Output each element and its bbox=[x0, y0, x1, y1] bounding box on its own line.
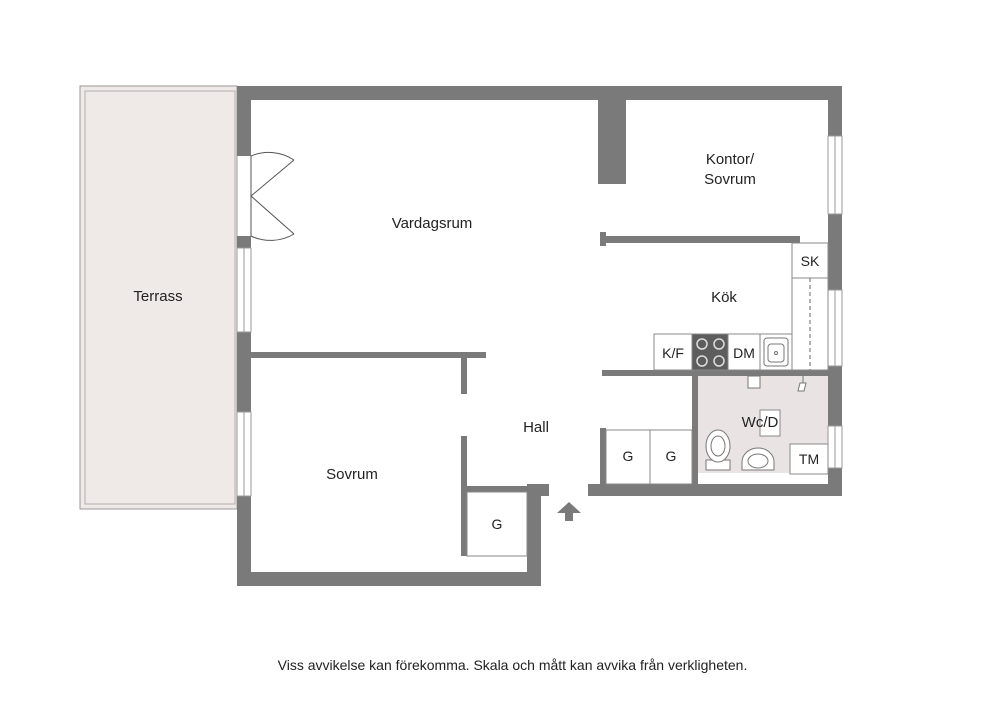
label-office-line2: Sovrum bbox=[704, 171, 756, 188]
shower-icon bbox=[747, 375, 807, 392]
terrace bbox=[79, 85, 238, 510]
washer-box bbox=[759, 409, 829, 475]
disclaimer: Viss avvikelse kan förekomma. Skala och … bbox=[277, 657, 748, 673]
label-terrace: Terrass bbox=[133, 288, 182, 305]
label-washer: TM bbox=[799, 451, 819, 467]
windows bbox=[236, 135, 843, 497]
terrace-door bbox=[250, 151, 295, 241]
label-hall: Hall bbox=[523, 419, 549, 436]
label-bedroom: Sovrum bbox=[326, 466, 378, 483]
label-wc: Wc/D bbox=[742, 414, 779, 431]
label-closet: SK bbox=[801, 253, 820, 269]
walls bbox=[237, 86, 842, 586]
label-fridge: K/F bbox=[662, 345, 684, 361]
toilet-icon bbox=[705, 429, 731, 471]
label-wardrobe-3: G bbox=[492, 516, 503, 532]
washbasin-icon bbox=[741, 447, 775, 471]
label-dishwasher: DM bbox=[733, 345, 755, 361]
label-wardrobe-2: G bbox=[666, 448, 677, 464]
label-living-room: Vardagsrum bbox=[392, 215, 473, 232]
sink-icon bbox=[763, 337, 789, 367]
label-office-line1: Kontor/ bbox=[706, 151, 755, 168]
entrance-arrow-icon bbox=[557, 502, 581, 521]
label-kitchen: Kök bbox=[711, 289, 737, 306]
wardrobes bbox=[466, 429, 693, 557]
label-wardrobe-1: G bbox=[623, 448, 634, 464]
stove-icon bbox=[696, 338, 725, 367]
